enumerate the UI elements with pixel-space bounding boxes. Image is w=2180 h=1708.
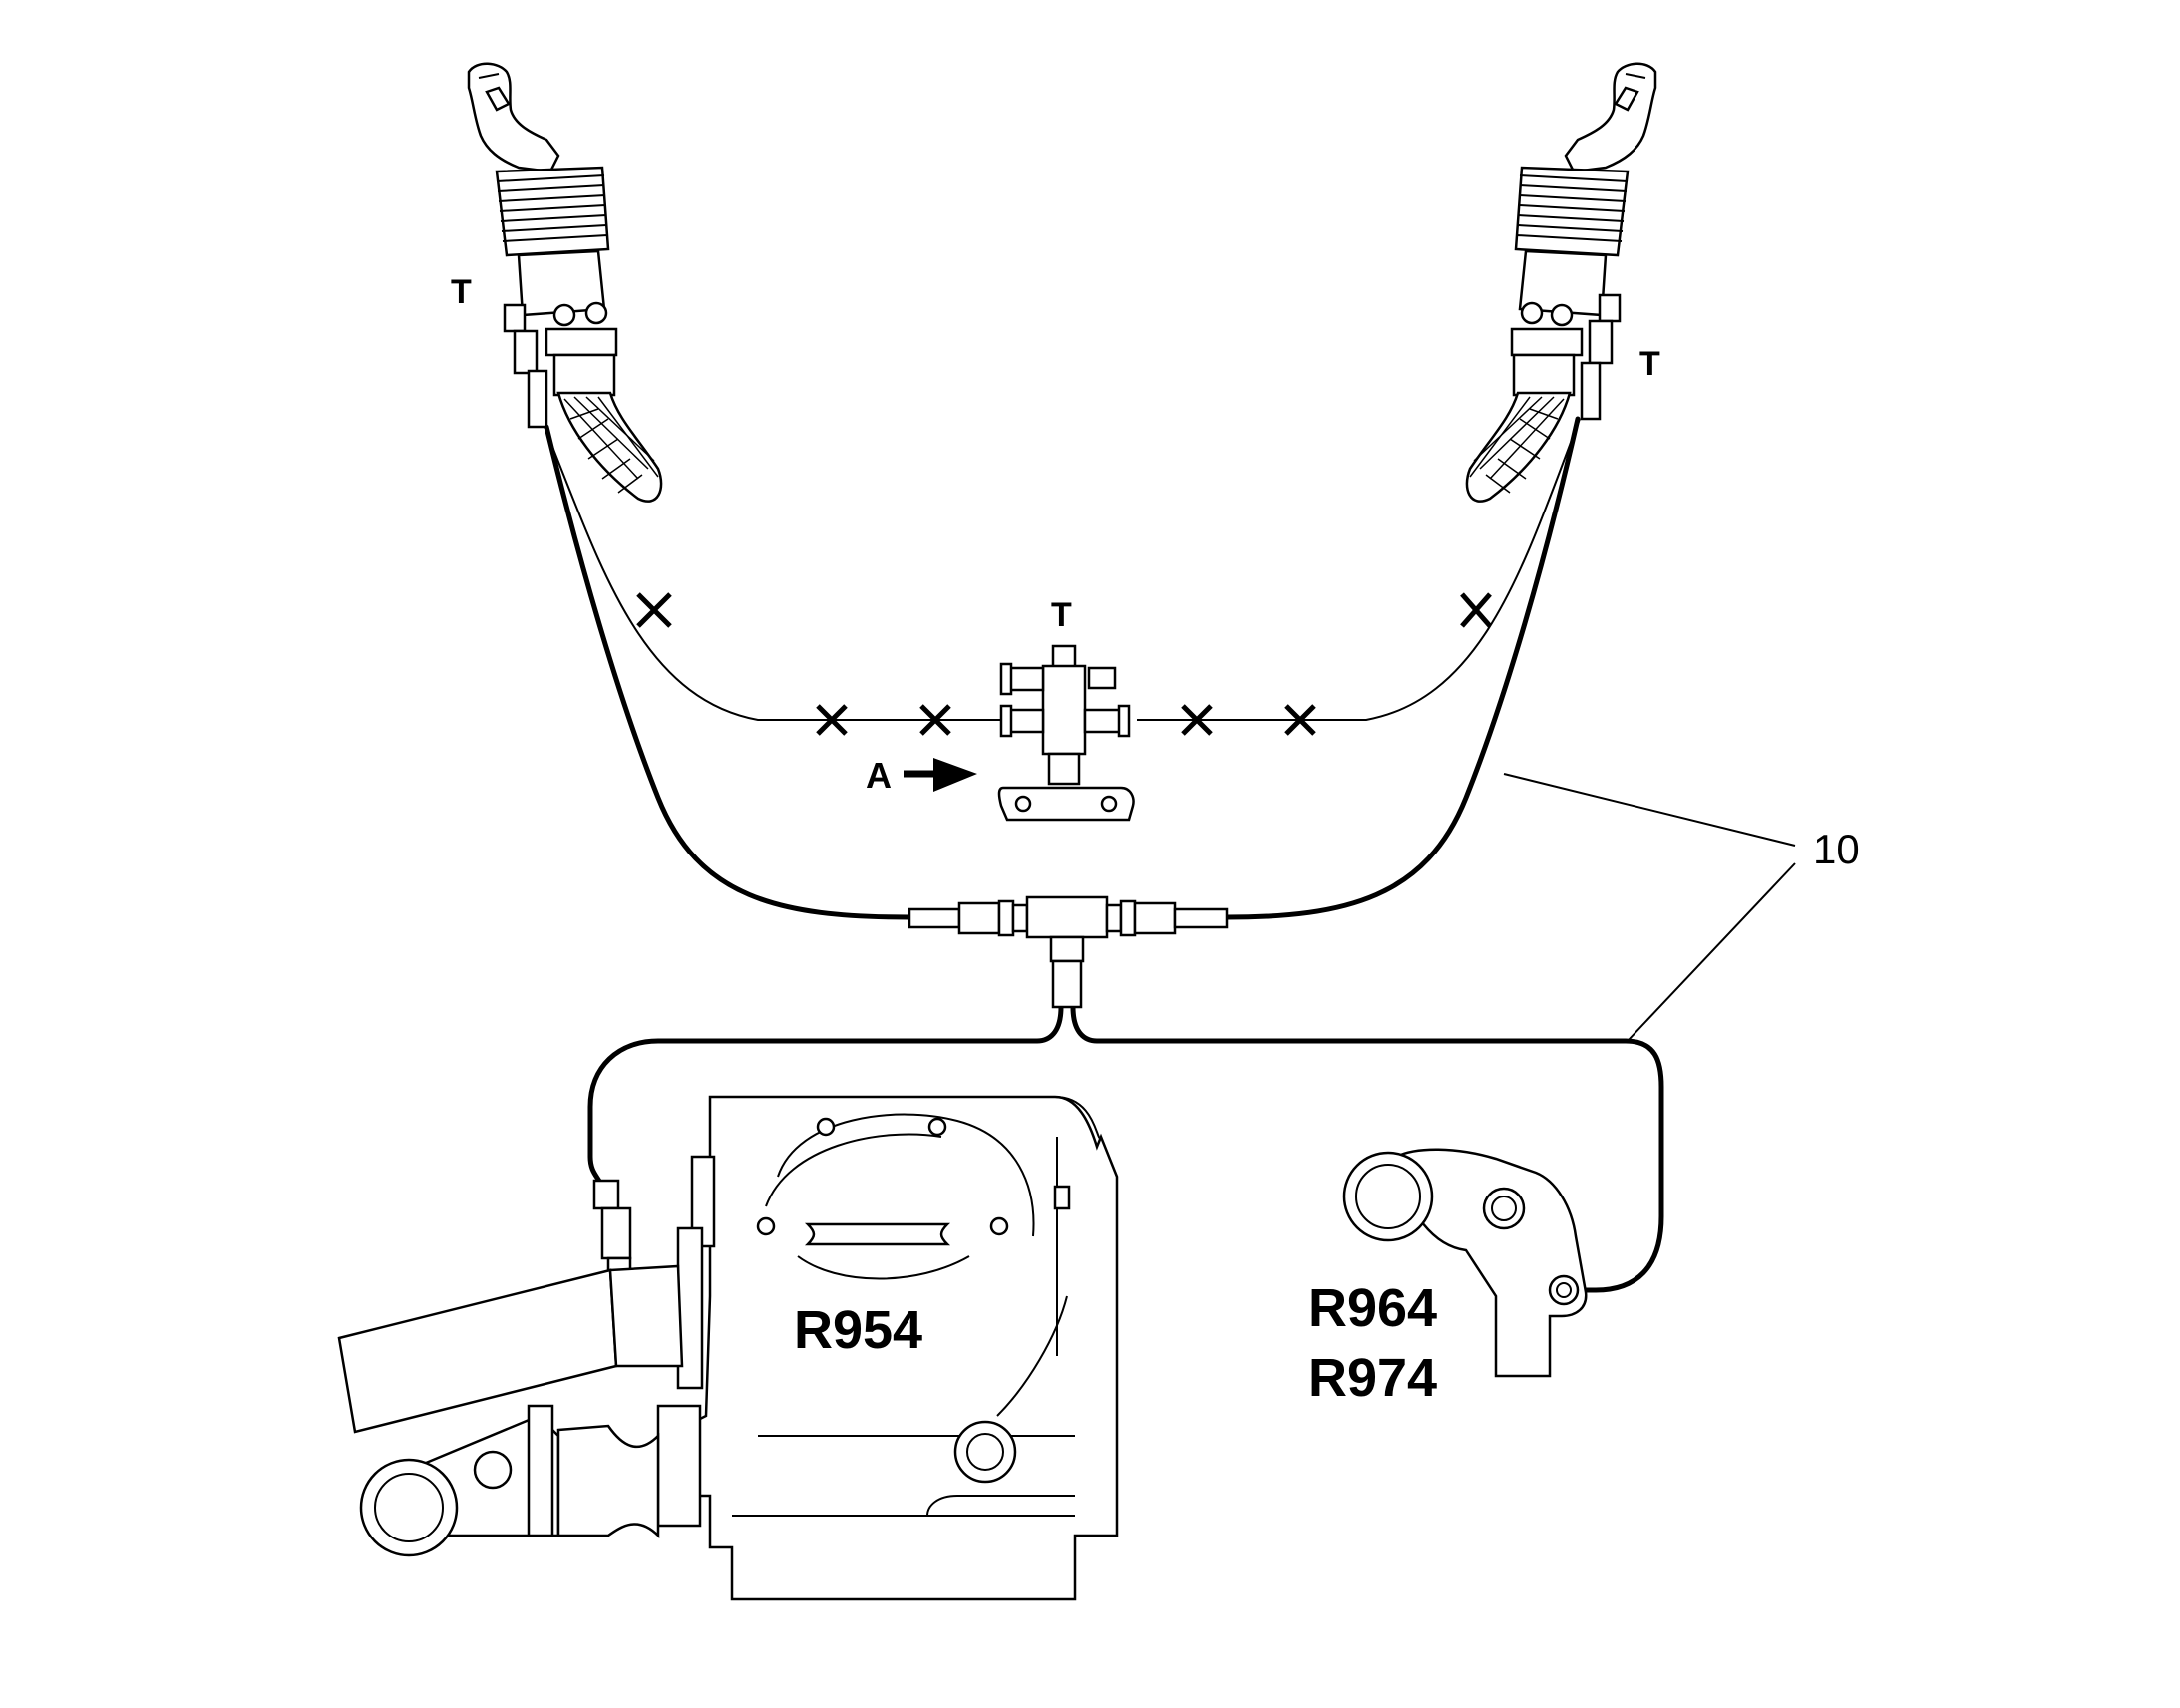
tee-label-center: T xyxy=(1051,596,1072,634)
right-joystick xyxy=(1465,62,1657,503)
r964-label: R964 xyxy=(1308,1278,1437,1338)
callout-10-label: 10 xyxy=(1813,826,1860,872)
r954-housing xyxy=(337,1095,1119,1601)
new-tee-fitting xyxy=(908,895,1229,1009)
tee-label-right: T xyxy=(1639,345,1660,383)
cut-mark-icon xyxy=(636,592,1492,736)
tee-label-left: T xyxy=(451,273,472,311)
callout-10-leaders xyxy=(1503,773,1796,1042)
hose-10 xyxy=(544,416,1664,1293)
r954-label: R954 xyxy=(794,1300,922,1360)
center-tee-block xyxy=(997,644,1135,822)
r964-r974-elbow xyxy=(1342,1148,1588,1378)
view-arrow-a xyxy=(904,758,977,792)
r974-label: R974 xyxy=(1308,1348,1437,1408)
arrow-a-label: A xyxy=(866,755,892,796)
left-joystick xyxy=(467,62,663,503)
removed-hose-route xyxy=(544,418,1581,736)
